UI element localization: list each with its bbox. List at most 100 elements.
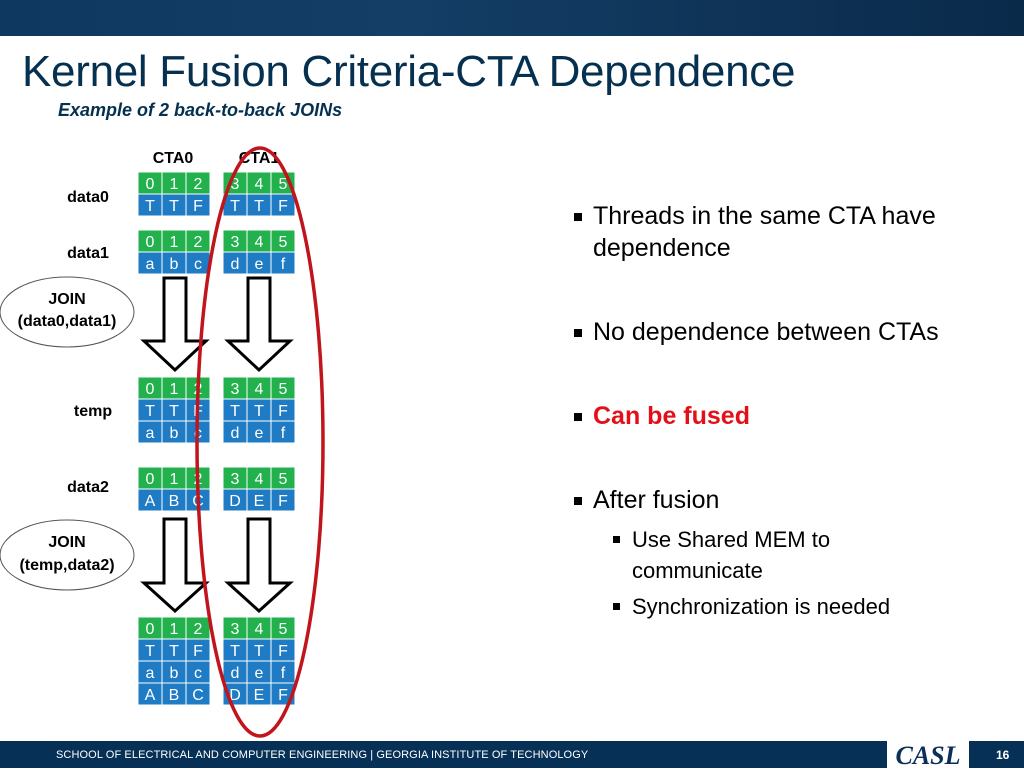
bullet-text-line: communicate xyxy=(632,558,763,583)
result-value-cell: F xyxy=(278,687,288,704)
join2-line1: JOIN xyxy=(48,534,85,551)
cta0-label: CTA0 xyxy=(153,150,194,167)
temp-value-cell: e xyxy=(255,425,264,442)
data0-index-cell: 3 xyxy=(231,176,240,193)
data2-value-cell-bg xyxy=(270,488,296,512)
temp-value-cell: T xyxy=(145,403,155,420)
footer-text: SCHOOL OF ELECTRICAL AND COMPUTER ENGINE… xyxy=(56,749,589,761)
result-value-cell: T xyxy=(145,643,155,660)
result-value-cell: A xyxy=(145,687,156,704)
join2-bubble: JOIN (temp,data2) xyxy=(0,519,135,591)
data0-index-cell: 5 xyxy=(279,176,288,193)
temp-index-cell: 4 xyxy=(255,381,264,398)
slide-title: Kernel Fusion Criteria-CTA Dependence xyxy=(22,47,796,96)
data2-index-cell: 3 xyxy=(231,471,240,488)
temp-value-cell: F xyxy=(278,403,288,420)
result-value-cell: E xyxy=(254,687,265,704)
temp-index-cell: 0 xyxy=(146,381,155,398)
bullet-text: Synchronization is needed xyxy=(632,594,891,619)
down-arrow-icon xyxy=(140,276,210,373)
data2-value-cell: F xyxy=(278,493,288,510)
footer-bar: SCHOOL OF ELECTRICAL AND COMPUTER ENGINE… xyxy=(0,741,1024,770)
data2-index-cell: 5 xyxy=(279,471,288,488)
data0-value-cell-bg xyxy=(270,193,296,217)
row-label-data0: data0 xyxy=(67,189,109,206)
square-bullet-icon xyxy=(613,536,620,543)
data0-value-cell: F xyxy=(278,198,288,215)
data1-index-cell: 1 xyxy=(170,234,179,251)
casl-logo-text: CASL xyxy=(895,741,961,770)
slide-subtitle: Example of 2 back-to-back JOINs xyxy=(58,100,343,120)
result-value-cell: d xyxy=(231,665,240,682)
result-index-cell: 1 xyxy=(170,621,179,638)
result-value-cell: T xyxy=(230,643,240,660)
square-bullet-icon xyxy=(574,413,582,421)
data1-value-cell: e xyxy=(255,256,264,273)
result-index-cell: 0 xyxy=(146,621,155,638)
temp-value-cell: d xyxy=(231,425,240,442)
temp-value-cell: T xyxy=(254,403,264,420)
data0-value-cell: F xyxy=(193,198,203,215)
square-bullet-icon xyxy=(574,213,582,221)
data1-value-cell: f xyxy=(281,256,286,273)
result-value-cell: e xyxy=(255,665,264,682)
result-value-cell: T xyxy=(169,643,179,660)
page-number: 16 xyxy=(996,748,1010,762)
down-arrow-icon xyxy=(224,517,294,614)
row-label-temp: temp xyxy=(74,403,112,420)
casl-logo: CASL xyxy=(887,741,969,770)
result-value-cell: a xyxy=(146,665,155,682)
data0-index-cell: 4 xyxy=(255,176,264,193)
join2-line2: (temp,data2) xyxy=(19,557,114,574)
data1-value-cell: c xyxy=(194,256,202,273)
data1-index-cell: 3 xyxy=(231,234,240,251)
data2-value-cell: D xyxy=(229,493,241,510)
row-label-data2: data2 xyxy=(67,479,109,496)
data1-index-cell: 4 xyxy=(255,234,264,251)
data1-value-cell: d xyxy=(231,256,240,273)
temp-index-cell: 5 xyxy=(279,381,288,398)
top-banner xyxy=(0,0,1024,36)
result-value-cell-bg xyxy=(185,682,211,706)
square-bullet-icon xyxy=(574,497,582,505)
data0-value-cell: T xyxy=(169,198,179,215)
data2-value-cell: E xyxy=(254,493,265,510)
temp-value-cell: a xyxy=(146,425,155,442)
result-index-cell: 5 xyxy=(279,621,288,638)
sub-bullet-shared-mem: Use Shared MEM to communicate xyxy=(613,524,1024,586)
cta1-highlight-ellipse xyxy=(195,146,325,738)
data2-value-cell: A xyxy=(145,493,156,510)
result-value-cell: B xyxy=(169,687,180,704)
sub-bullet-sync: Synchronization is needed xyxy=(613,591,1024,622)
result-value-cell: F xyxy=(278,643,288,660)
square-bullet-icon xyxy=(574,329,582,337)
data1-index-cell: 0 xyxy=(146,234,155,251)
result-index-cell: 4 xyxy=(255,621,264,638)
result-index-cell: 2 xyxy=(194,621,203,638)
data2-index-cell: 1 xyxy=(170,471,179,488)
data1-index-cell: 5 xyxy=(279,234,288,251)
data1-value-cell: a xyxy=(146,256,155,273)
bullet-same-cta: Threads in the same CTA have dependence xyxy=(574,200,994,268)
data0-value-cell: T xyxy=(145,198,155,215)
data0-index-cell: 0 xyxy=(146,176,155,193)
result-value-cell: D xyxy=(229,687,241,704)
result-value-cell: f xyxy=(281,665,286,682)
join1-line1: JOIN xyxy=(48,291,85,308)
bullet-text-line: dependence xyxy=(593,234,731,262)
result-value-cell: b xyxy=(170,665,179,682)
temp-index-cell: 3 xyxy=(231,381,240,398)
result-value-cell: T xyxy=(254,643,264,660)
data0-value-cell: T xyxy=(230,198,240,215)
data0-value-cell-bg xyxy=(185,193,211,217)
data1-value-cell: b xyxy=(170,256,179,273)
square-bullet-icon xyxy=(613,603,620,610)
bullet-after-fusion: After fusion xyxy=(574,484,994,518)
data0-index-cell: 1 xyxy=(170,176,179,193)
bullet-text-line: Threads in the same CTA have xyxy=(593,202,936,230)
temp-value-cell: b xyxy=(170,425,179,442)
result-value-cell: F xyxy=(193,643,203,660)
data1-index-cell: 2 xyxy=(194,234,203,251)
data2-index-cell: 0 xyxy=(146,471,155,488)
